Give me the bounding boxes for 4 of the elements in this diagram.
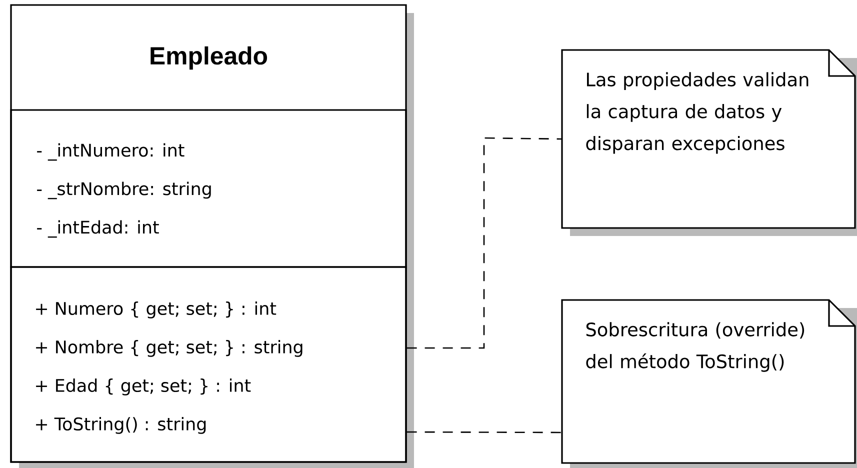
note-box: Sobrescritura (override) del método ToString() [561, 299, 857, 468]
dashed-connector [406, 137, 562, 349]
note-box: Las propiedades validan la captura de datos y disparan excepciones [561, 49, 857, 236]
dashed-connector [406, 431, 562, 434]
